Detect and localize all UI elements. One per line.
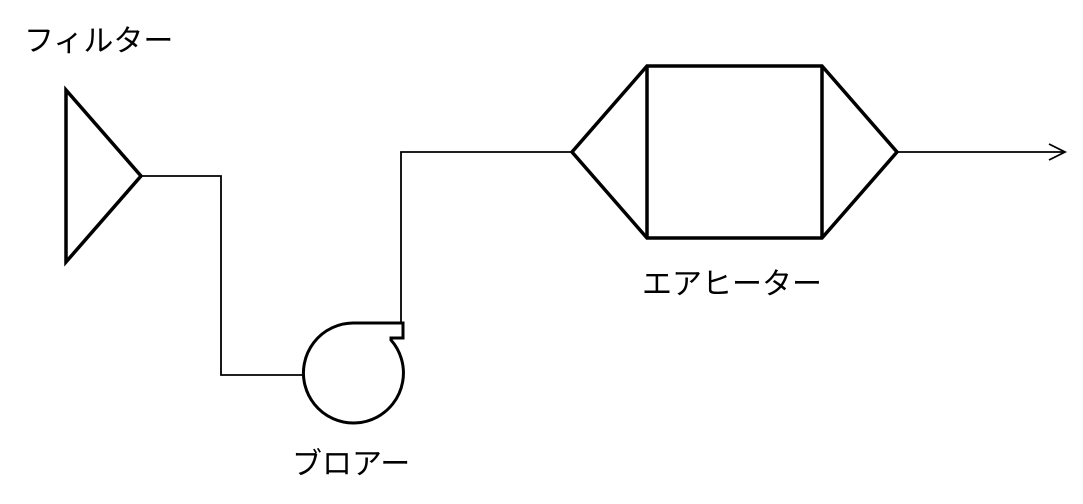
air-heater-symbol xyxy=(569,64,900,240)
filter-label: フィルター xyxy=(24,24,174,59)
pipe-blower-to-heater xyxy=(400,151,572,323)
blower-label: ブロアー xyxy=(292,447,411,482)
air-heater-label: エアヒーター xyxy=(642,267,822,302)
filter-symbol xyxy=(64,85,144,267)
outlet-arrow-icon xyxy=(1048,143,1068,161)
blower-symbol xyxy=(302,321,405,425)
pipe-filter-to-blower xyxy=(141,175,302,376)
